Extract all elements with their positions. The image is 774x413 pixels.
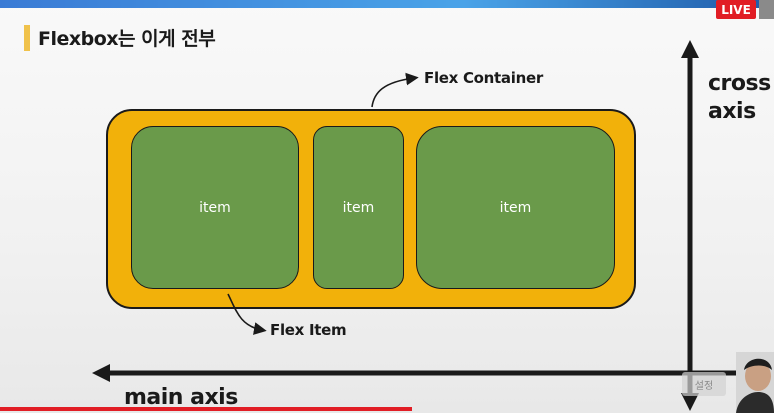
cross-axis-label-line2: axis — [708, 99, 756, 124]
slide-title: Flexbox는 이게 전부 — [38, 28, 216, 50]
progress-red-line — [0, 407, 412, 411]
title-accent-bar — [24, 25, 30, 51]
top-bar — [0, 0, 774, 8]
main-axis-label: main axis — [124, 385, 238, 410]
cross-axis-arrowhead-bottom — [681, 393, 699, 411]
flex-item-1: item — [131, 126, 299, 289]
flex-item-2: item — [313, 126, 404, 289]
live-badge: LIVE — [716, 0, 756, 19]
cross-axis-arrowhead-top — [681, 40, 699, 58]
flex-item-label: Flex Item — [270, 321, 347, 339]
settings-ghost-button[interactable]: 설정 — [682, 372, 726, 396]
live-side-panel — [759, 0, 774, 19]
flex-item-3: item — [416, 126, 615, 289]
main-axis-arrowhead-left — [92, 364, 110, 382]
cross-axis-label-line1: cross — [708, 71, 771, 96]
cross-axis-label: cross axis — [708, 70, 771, 126]
flex-container-label: Flex Container — [424, 69, 543, 87]
item-pointer-arrow — [227, 293, 267, 335]
container-pointer-arrow — [371, 72, 419, 108]
presenter-webcam — [736, 352, 774, 413]
